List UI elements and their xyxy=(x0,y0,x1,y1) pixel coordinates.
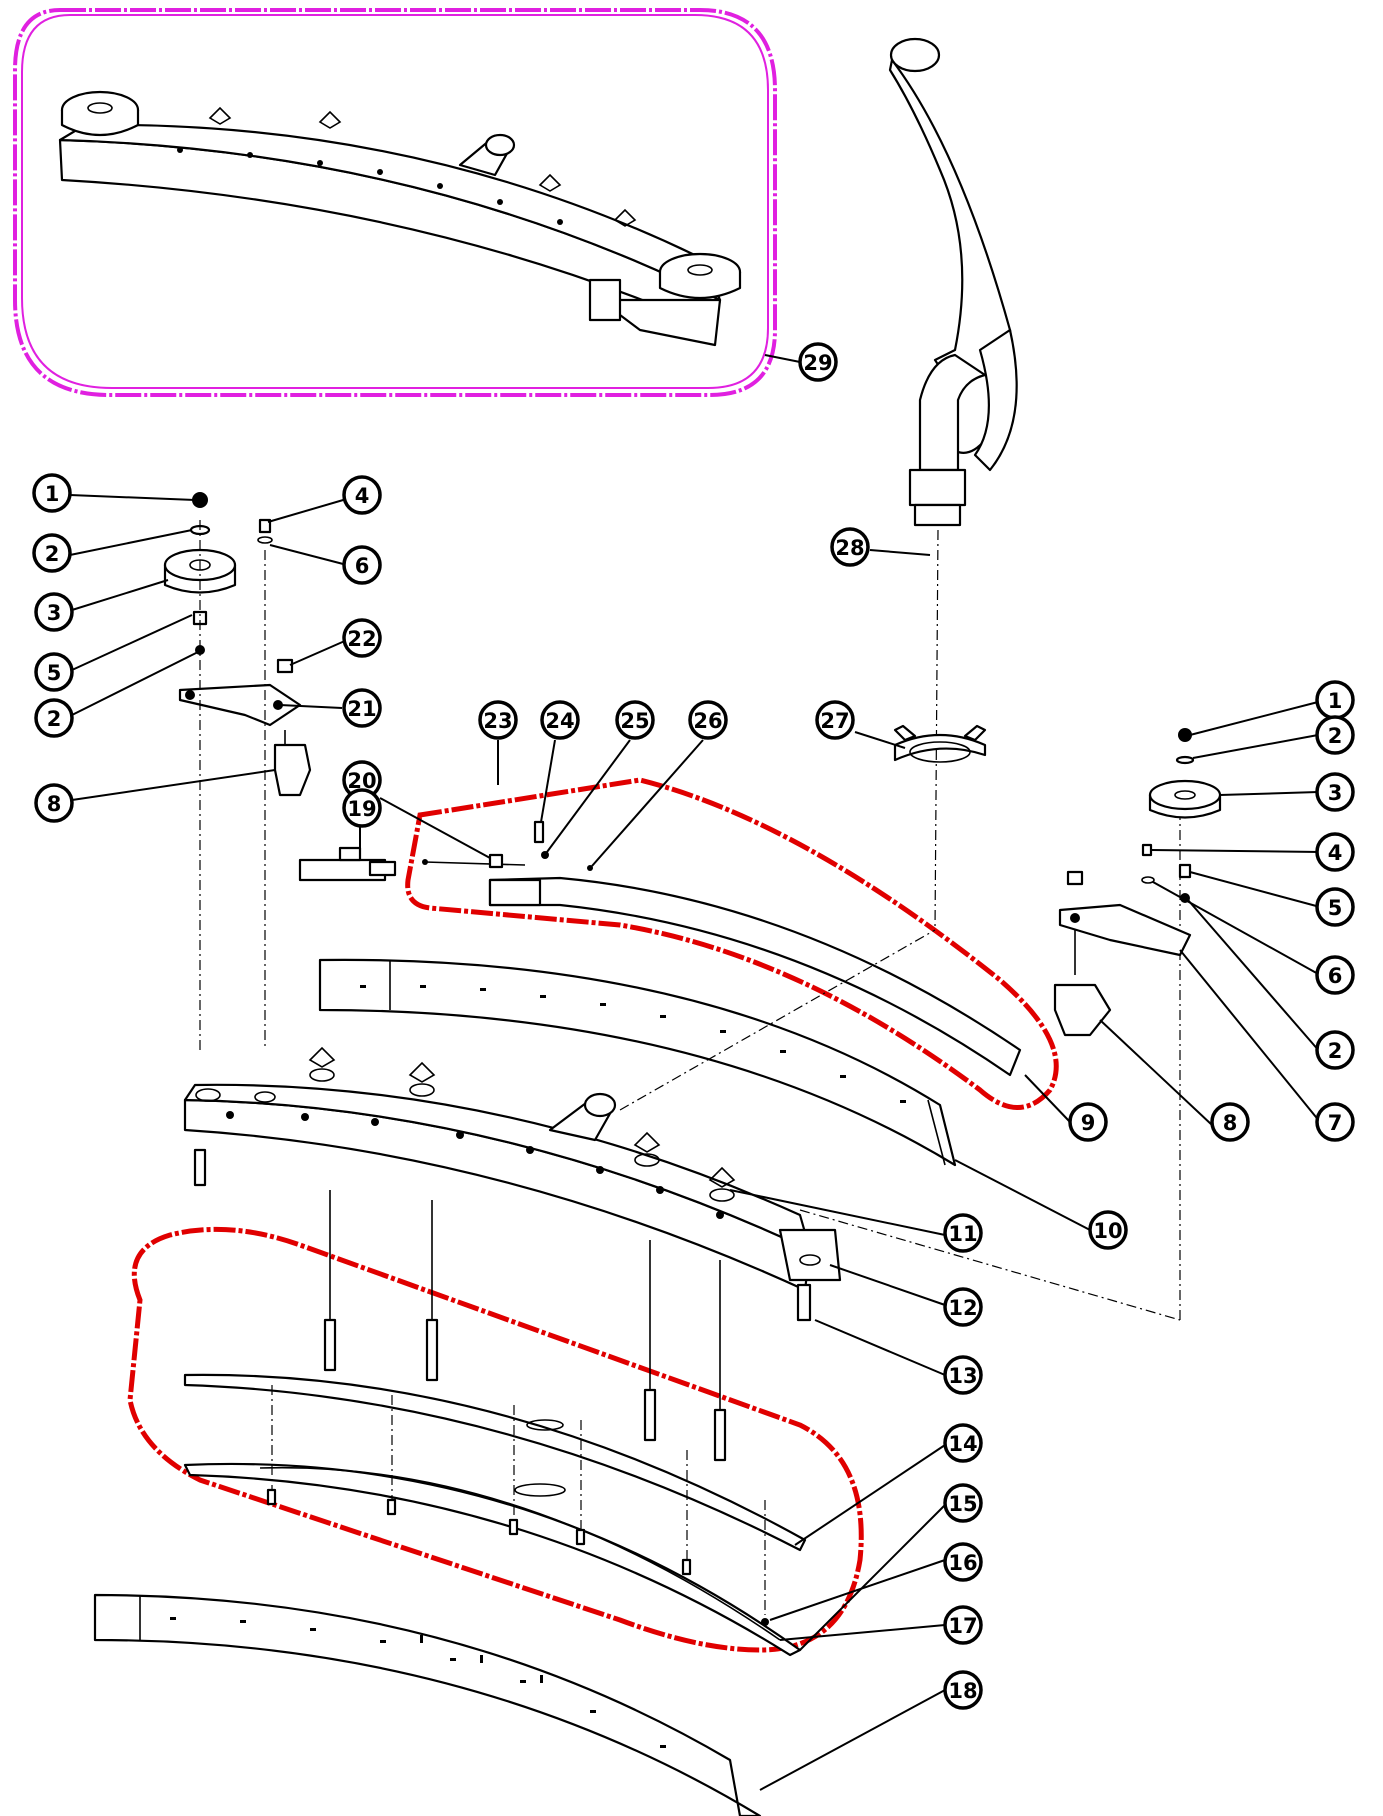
callout-1-right: 1 xyxy=(1315,680,1355,720)
lower-group-highlight-outline xyxy=(127,1226,864,1653)
svg-text:15: 15 xyxy=(948,1492,977,1516)
callout-25: 25 xyxy=(615,700,655,740)
callout-2-left-bottom: 2 xyxy=(34,698,74,738)
callout-7: 7 xyxy=(1315,1102,1355,1142)
callout-5-right: 5 xyxy=(1315,887,1355,927)
callout-9: 9 xyxy=(1068,1102,1108,1142)
svg-text:28: 28 xyxy=(835,536,864,560)
callout-8-left: 8 xyxy=(34,783,74,823)
svg-text:8: 8 xyxy=(1223,1111,1238,1135)
callout-15: 15 xyxy=(943,1483,983,1523)
svg-text:12: 12 xyxy=(948,1296,977,1320)
callout-3-left: 3 xyxy=(34,592,74,632)
vacuum-hose xyxy=(888,37,1018,527)
assembly-highlight-outline xyxy=(13,8,777,397)
svg-text:17: 17 xyxy=(948,1614,977,1638)
callout-3-right: 3 xyxy=(1315,772,1355,812)
callout-18: 18 xyxy=(943,1670,983,1710)
callout-26: 26 xyxy=(688,700,728,740)
callout-4-right: 4 xyxy=(1315,832,1355,872)
svg-text:1: 1 xyxy=(45,482,60,506)
callout-24: 24 xyxy=(540,700,580,740)
callout-16: 16 xyxy=(943,1542,983,1582)
callout-10: 10 xyxy=(1088,1210,1128,1250)
part-19-bracket xyxy=(298,846,397,882)
callout-6-left: 6 xyxy=(342,545,382,585)
part-10-rear-blade xyxy=(318,958,957,1167)
callout-22: 22 xyxy=(342,618,382,658)
svg-text:2: 2 xyxy=(45,542,60,566)
callout-4-left: 4 xyxy=(342,475,382,515)
svg-text:7: 7 xyxy=(1328,1111,1343,1135)
svg-text:18: 18 xyxy=(948,1679,977,1703)
svg-text:25: 25 xyxy=(620,709,649,733)
svg-text:5: 5 xyxy=(47,661,62,685)
svg-text:24: 24 xyxy=(545,709,574,733)
lower-red-group xyxy=(127,1190,864,1657)
right-wheel-hardware xyxy=(1053,728,1222,1037)
svg-text:1: 1 xyxy=(1328,689,1343,713)
svg-text:14: 14 xyxy=(948,1432,977,1456)
svg-text:10: 10 xyxy=(1093,1219,1122,1243)
hose-clamp xyxy=(893,724,987,763)
callout-2-right-bottom: 2 xyxy=(1315,1030,1355,1070)
svg-text:2: 2 xyxy=(47,707,62,731)
callout-12: 12 xyxy=(943,1287,983,1327)
callout-1-left: 1 xyxy=(32,473,72,513)
callout-8-right: 8 xyxy=(1210,1102,1250,1142)
svg-text:4: 4 xyxy=(355,484,370,508)
svg-text:8: 8 xyxy=(47,792,62,816)
svg-text:4: 4 xyxy=(1328,841,1343,865)
svg-text:16: 16 xyxy=(948,1551,977,1575)
svg-text:9: 9 xyxy=(1081,1111,1096,1135)
callout-13: 13 xyxy=(943,1355,983,1395)
svg-text:26: 26 xyxy=(693,709,722,733)
upper-red-group xyxy=(405,777,1059,1110)
svg-text:11: 11 xyxy=(948,1222,977,1246)
svg-text:2: 2 xyxy=(1328,1039,1343,1063)
part-18-front-blade xyxy=(93,1593,762,1816)
callout-19: 19 xyxy=(342,788,382,828)
callout-29: 29 xyxy=(798,342,838,382)
callout-23: 23 xyxy=(478,700,518,740)
main-squeegee-frame xyxy=(183,1046,842,1322)
callout-20: 20 xyxy=(342,760,382,800)
callout-17: 17 xyxy=(943,1605,983,1645)
callout-27: 27 xyxy=(815,700,855,740)
callout-2-right-top: 2 xyxy=(1315,715,1355,755)
callout-6-right: 6 xyxy=(1315,955,1355,995)
svg-text:19: 19 xyxy=(347,797,376,821)
callout-28: 28 xyxy=(830,527,870,567)
callout-11: 11 xyxy=(943,1213,983,1253)
leader-lines xyxy=(69,354,1321,1791)
svg-text:29: 29 xyxy=(803,351,832,375)
callout-5-left: 5 xyxy=(34,652,74,692)
svg-text:13: 13 xyxy=(948,1364,977,1388)
svg-text:21: 21 xyxy=(347,697,376,721)
svg-text:5: 5 xyxy=(1328,896,1343,920)
svg-text:2: 2 xyxy=(1328,724,1343,748)
left-wheel-hardware xyxy=(163,492,312,1050)
svg-text:6: 6 xyxy=(355,554,370,578)
callout-14: 14 xyxy=(943,1423,983,1463)
assembled-squeegee-view xyxy=(13,8,777,397)
svg-text:27: 27 xyxy=(820,709,849,733)
svg-text:3: 3 xyxy=(47,601,62,625)
callout-21: 21 xyxy=(342,688,382,728)
callout-2-left-top: 2 xyxy=(32,533,72,573)
upper-group-highlight-outline xyxy=(405,777,1059,1110)
svg-text:23: 23 xyxy=(483,709,512,733)
svg-text:6: 6 xyxy=(1328,964,1343,988)
callouts: 1 2 3 5 2 8 4 6 22 21 20 19 23 24 25 26 … xyxy=(32,342,1355,1710)
svg-text:3: 3 xyxy=(1328,781,1343,805)
svg-text:22: 22 xyxy=(347,627,376,651)
